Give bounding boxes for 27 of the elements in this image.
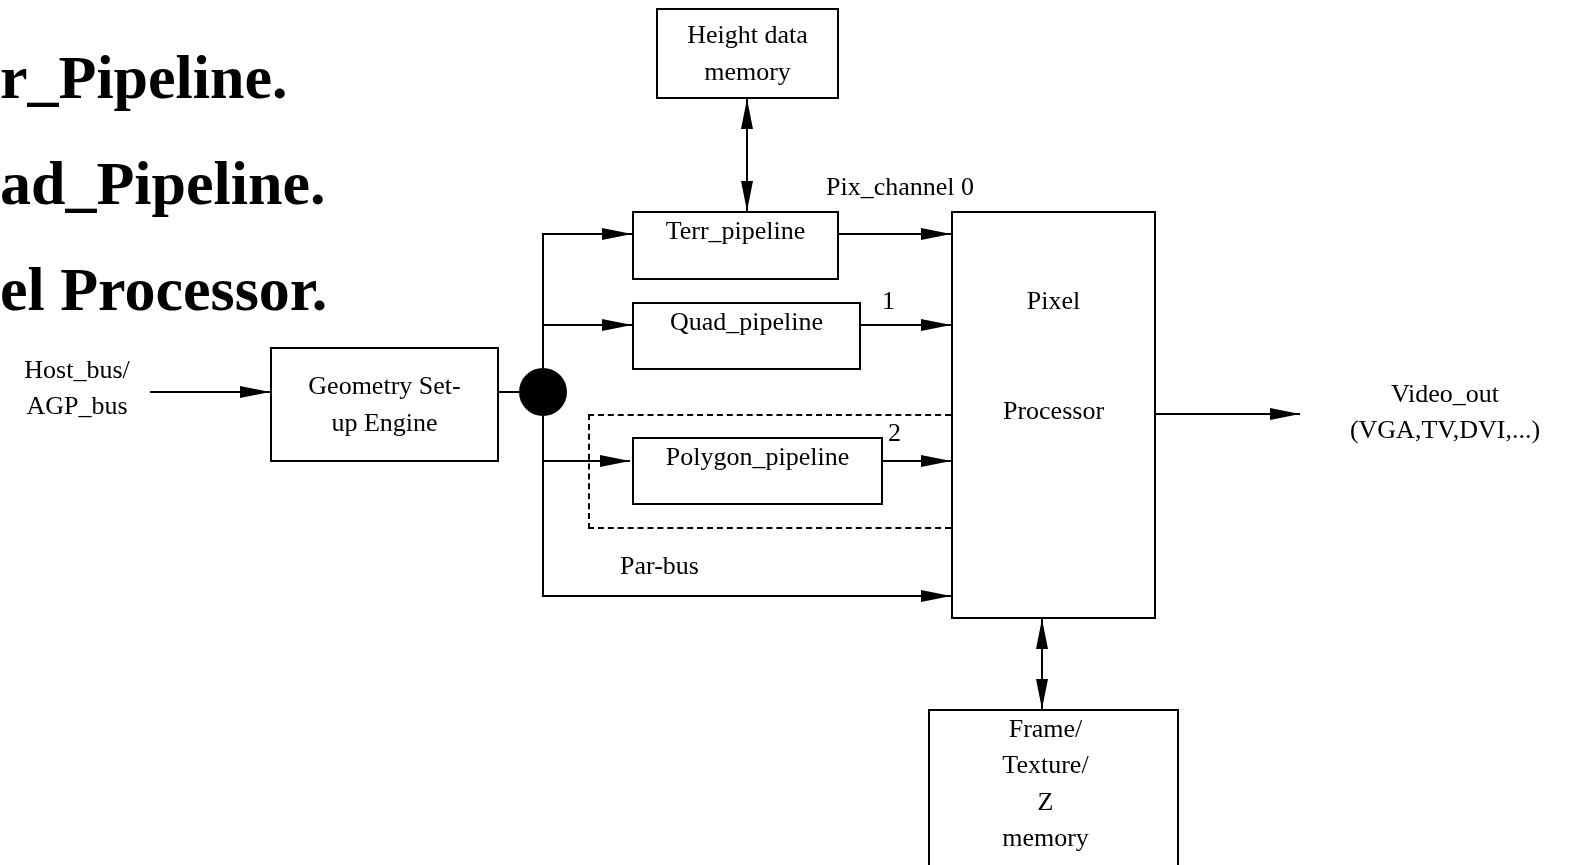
block-text: Quad_pipeline bbox=[669, 306, 824, 338]
arrow bbox=[838, 228, 952, 240]
block-text: Processor bbox=[1002, 395, 1105, 428]
arrow bbox=[741, 98, 753, 212]
block-box bbox=[632, 437, 883, 505]
block-text: Terr_pipeline bbox=[665, 215, 806, 247]
heading-text: el Processor. bbox=[0, 258, 328, 320]
arrow bbox=[542, 319, 633, 369]
block-text: Pixel bbox=[1026, 285, 1081, 317]
block-box bbox=[928, 709, 1179, 865]
block-box bbox=[632, 302, 861, 370]
block-text: Video_out (VGA,TV,DVI,...) bbox=[1348, 377, 1542, 446]
block-box bbox=[270, 347, 499, 462]
arrow bbox=[1155, 408, 1301, 420]
block-text: Host_bus/ AGP_bus bbox=[23, 353, 131, 422]
block-box bbox=[656, 8, 839, 99]
dashed-group-box bbox=[588, 414, 951, 529]
block-text: Height data memory bbox=[686, 19, 809, 88]
arrow bbox=[1036, 618, 1048, 710]
junction-dot bbox=[519, 368, 567, 416]
block-text: Geometry Set-up Engine bbox=[307, 370, 462, 439]
block-box bbox=[632, 211, 839, 280]
block-text: Frame/ Texture/ Z memory bbox=[1001, 713, 1090, 855]
block-text: Polygon_pipeline bbox=[665, 441, 850, 473]
arrow bbox=[149, 386, 271, 398]
arrow bbox=[860, 319, 952, 331]
block-box bbox=[951, 211, 1156, 619]
